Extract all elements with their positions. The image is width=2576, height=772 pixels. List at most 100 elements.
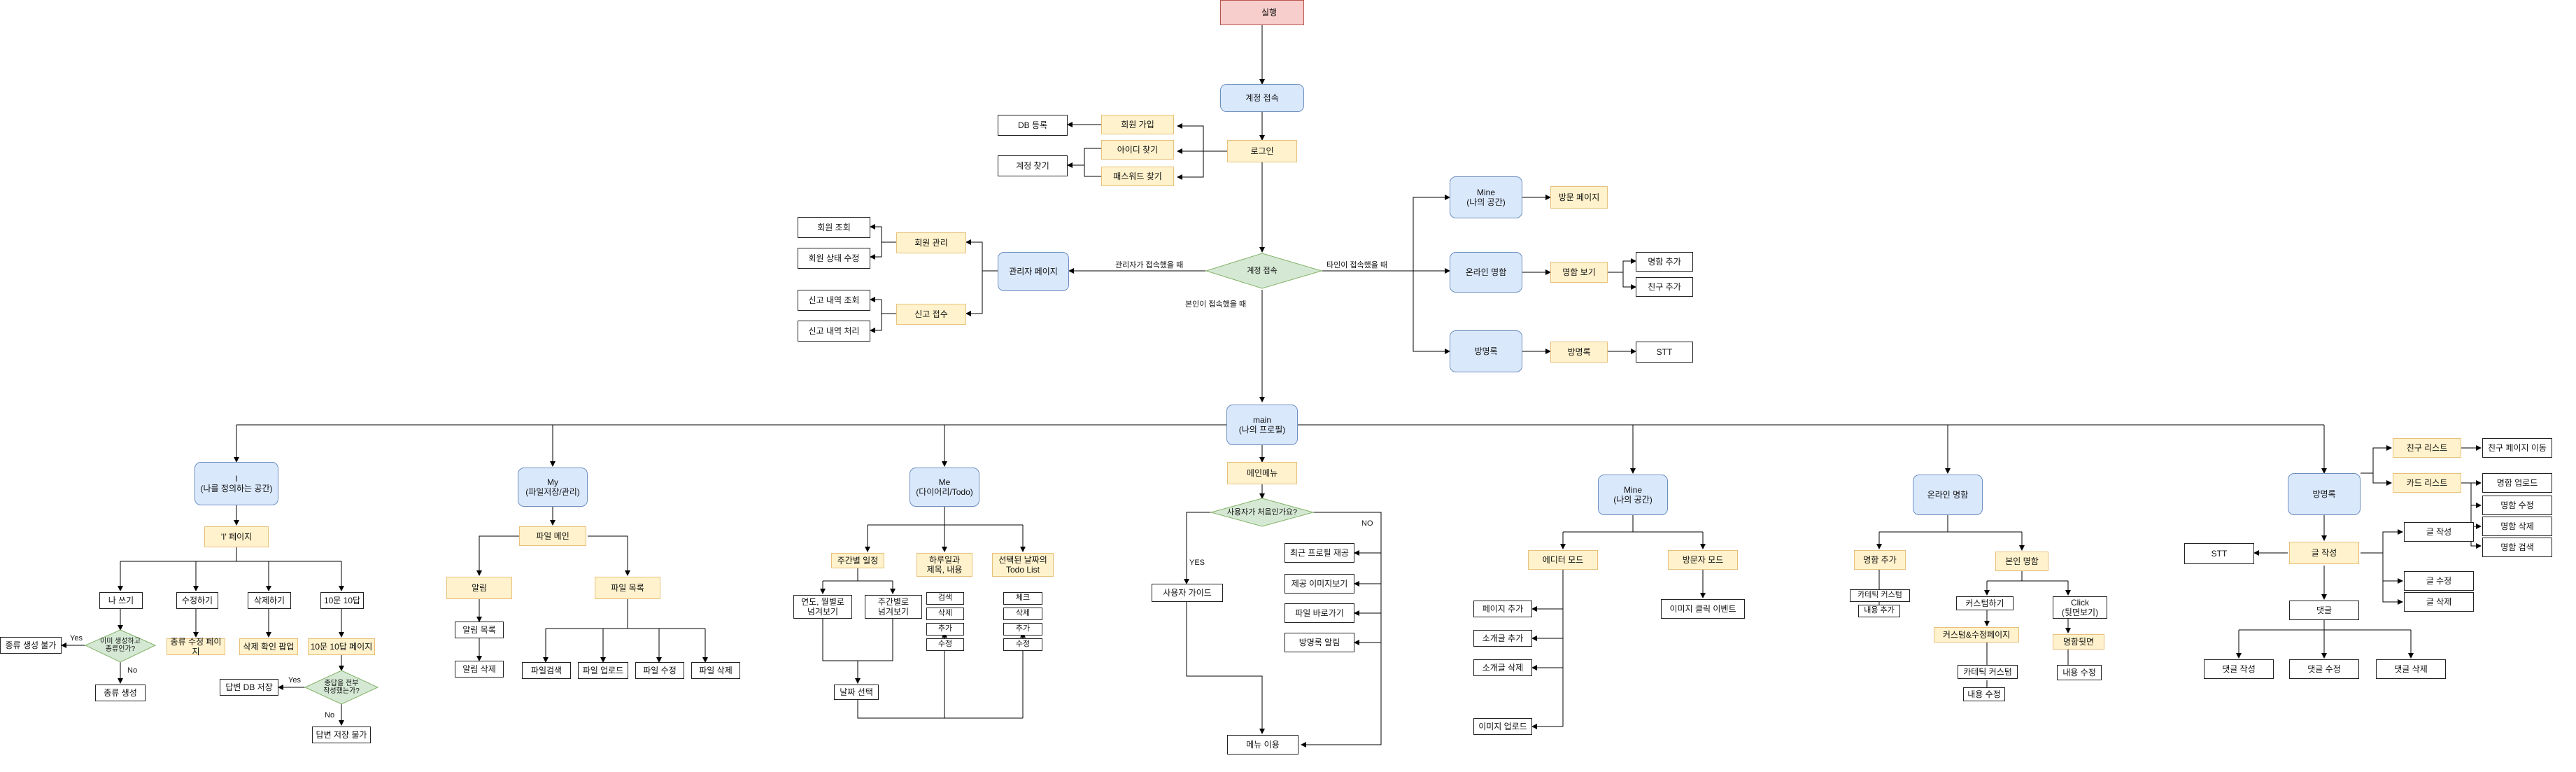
signup-node: 회원 가입 bbox=[1101, 115, 1174, 134]
content-add-node: 내용 추가 bbox=[1858, 605, 1900, 617]
self-access-label: 본인이 접속했을 때 bbox=[1185, 300, 1247, 309]
date-select-node: 날짜 선택 bbox=[834, 685, 879, 700]
i-page-node: 'I' 페이지 bbox=[204, 526, 269, 547]
content-edit-node: 내용 수정 bbox=[1963, 687, 2005, 701]
todo-edit-node: 수정 bbox=[1003, 638, 1042, 651]
main-profile-node: main (나의 프로필) bbox=[1226, 405, 1298, 445]
daily-delete-node: 삭제 bbox=[926, 608, 964, 620]
todo-check-node: 체크 bbox=[1003, 592, 1042, 605]
member-search-node: 회원 조회 bbox=[798, 217, 870, 238]
user-guide-node: 사용자 가이드 bbox=[1152, 584, 1223, 602]
access-decision-label: 계정 접속 bbox=[1247, 266, 1278, 275]
account-access-node: 계정 접속 bbox=[1220, 84, 1304, 112]
stt-other-node: STT bbox=[1636, 342, 1693, 363]
post-edit-node: 글 수정 bbox=[2404, 571, 2474, 591]
stt-node: STT bbox=[2184, 543, 2254, 564]
card-search-node: 명함 검색 bbox=[2482, 538, 2552, 557]
visit-page-node: 방문 페이지 bbox=[1550, 186, 1608, 209]
login-node: 로그인 bbox=[1227, 140, 1297, 162]
friend-page-node: 친구 페이지 이동 bbox=[2482, 438, 2552, 458]
comment-delete-node: 댓글 삭제 bbox=[2376, 659, 2446, 679]
todo-delete-node: 삭제 bbox=[1003, 608, 1042, 620]
all-answered-question: 종답을 전부 작성했는가? bbox=[323, 679, 360, 696]
type-create-node: 종류 생성 bbox=[95, 685, 146, 701]
image-upload-node: 이미지 업로드 bbox=[1473, 718, 1532, 735]
i-q2-yes-label: Yes bbox=[288, 676, 301, 685]
first-user-yes-label: YES bbox=[1189, 559, 1205, 567]
report-view-node: 신고 내역 조회 bbox=[798, 290, 870, 311]
custom2-node: 카테틱 커스텀 bbox=[1958, 665, 2018, 679]
admin-page-node: 관리자 페이지 bbox=[998, 252, 1069, 291]
alarm-node: 알림 bbox=[446, 577, 512, 599]
db-register-node: DB 등록 bbox=[998, 115, 1068, 136]
answer-save-fail-node: 답변 저장 불가 bbox=[312, 727, 371, 743]
comment-node: 댓글 bbox=[2289, 601, 2359, 620]
menu-use-node: 메뉴 이용 bbox=[1227, 735, 1298, 755]
visitor-mode-node: 방문자 모드 bbox=[1668, 550, 1738, 570]
image-click-node: 이미지 클릭 이벤트 bbox=[1661, 599, 1745, 619]
todo-node: 선택된 날짜의 Todo List bbox=[992, 553, 1054, 577]
daily-node: 하루일과 제목, 내용 bbox=[917, 553, 972, 577]
me-node: Me (다이어리/Todo) bbox=[910, 468, 979, 507]
all-answered-decision-diamond bbox=[304, 670, 379, 705]
click-back-node: Click (뒷면보기) bbox=[2053, 596, 2107, 619]
guestbook-alarm-node: 방명록 알림 bbox=[1285, 633, 1354, 652]
intro-delete-node: 소개글 삭제 bbox=[1473, 659, 1532, 676]
comment-edit-node: 댓글 수정 bbox=[2289, 659, 2359, 679]
member-state-node: 회원 상태 수정 bbox=[798, 248, 870, 269]
first-user-decision-diamond bbox=[1210, 498, 1315, 527]
file-search-node: 파일검색 bbox=[522, 662, 571, 679]
other-access-label: 타인이 접속했을 때 bbox=[1326, 261, 1388, 269]
i-q1-yes-label: Yes bbox=[70, 634, 83, 643]
answer-db-save-node: 답변 DB 저장 bbox=[220, 679, 278, 696]
page-add-node: 페이지 추가 bbox=[1473, 601, 1532, 617]
already-created-question: 이미 생성하고 종류인가? bbox=[100, 637, 141, 654]
i-q2-no-label: No bbox=[325, 711, 335, 720]
account-find-node: 계정 찾기 bbox=[998, 155, 1068, 176]
first-user-question: 사용자가 처음인가요? bbox=[1226, 507, 1298, 517]
comment-write-node: 댓글 작성 bbox=[2204, 659, 2274, 679]
recent-profile-node: 최근 프로필 재공 bbox=[1285, 543, 1354, 563]
todo-add-node: 추가 bbox=[1003, 623, 1042, 636]
content-edit2-node: 내용 수정 bbox=[2057, 665, 2102, 680]
start-node: 실행 bbox=[1220, 0, 1304, 25]
write-post-node: 글 작성 bbox=[2289, 542, 2359, 564]
i-10q-node: 10문 10답 bbox=[320, 592, 364, 609]
card-list-node: 카드 리스트 bbox=[2393, 473, 2461, 493]
friend-add-other-node: 친구 추가 bbox=[1636, 277, 1693, 297]
card-add-other-node: 명함 추가 bbox=[1636, 252, 1693, 272]
file-main-node: 파일 메인 bbox=[519, 526, 586, 546]
find-password-node: 패스워드 찾기 bbox=[1101, 167, 1174, 186]
daily-search-node: 검색 bbox=[926, 592, 964, 605]
friend-list-node: 친구 리스트 bbox=[2393, 438, 2461, 458]
post-write-node: 글 작성 bbox=[2404, 522, 2474, 542]
card-image-view-node: 제공 이미지보기 bbox=[1285, 574, 1354, 594]
report-process-node: 신고 내역 처리 bbox=[798, 321, 870, 342]
card-upload-node: 명함 업로드 bbox=[2482, 473, 2552, 493]
already-created-decision-diamond bbox=[84, 629, 157, 663]
i-write-node: 나 쓰기 bbox=[99, 592, 143, 609]
alarm-delete-node: 알림 삭제 bbox=[455, 661, 504, 678]
mine-other-node: Mine (나의 공간) bbox=[1450, 176, 1522, 218]
guestbook-other-box: 방명록 bbox=[1550, 342, 1608, 363]
post-delete-node: 글 삭제 bbox=[2404, 592, 2474, 612]
card-back-node: 명함뒷면 bbox=[2053, 634, 2104, 650]
my-card-node: 본인 명함 bbox=[1995, 552, 2048, 571]
find-id-node: 아이디 찾기 bbox=[1101, 140, 1174, 160]
daily-edit-node: 수정 bbox=[926, 638, 964, 651]
access-decision-diamond bbox=[1205, 253, 1323, 289]
type-edit-page-node: 종류 수정 페이지 bbox=[167, 637, 225, 657]
i-edit-node: 수정하기 bbox=[176, 592, 218, 609]
first-user-no-label: NO bbox=[1361, 519, 1373, 528]
weekly-schedule-node: 주간별 일정 bbox=[831, 553, 884, 568]
card-delete-node: 명함 삭제 bbox=[2482, 517, 2552, 536]
member-manage-node: 회원 관리 bbox=[896, 232, 966, 253]
i-q1-no-label: No bbox=[127, 666, 138, 675]
i-node: I (나를 정의하는 공간) bbox=[194, 462, 278, 505]
mine-node: Mine (나의 공간) bbox=[1598, 475, 1668, 515]
type-create-fail-node: 종류 생성 불가 bbox=[0, 637, 62, 654]
admin-access-label: 관리자가 접속했을 때 bbox=[1115, 261, 1184, 269]
card-add-node: 명함 추가 bbox=[1854, 550, 1906, 570]
file-edit-node: 파일 수정 bbox=[635, 662, 684, 679]
